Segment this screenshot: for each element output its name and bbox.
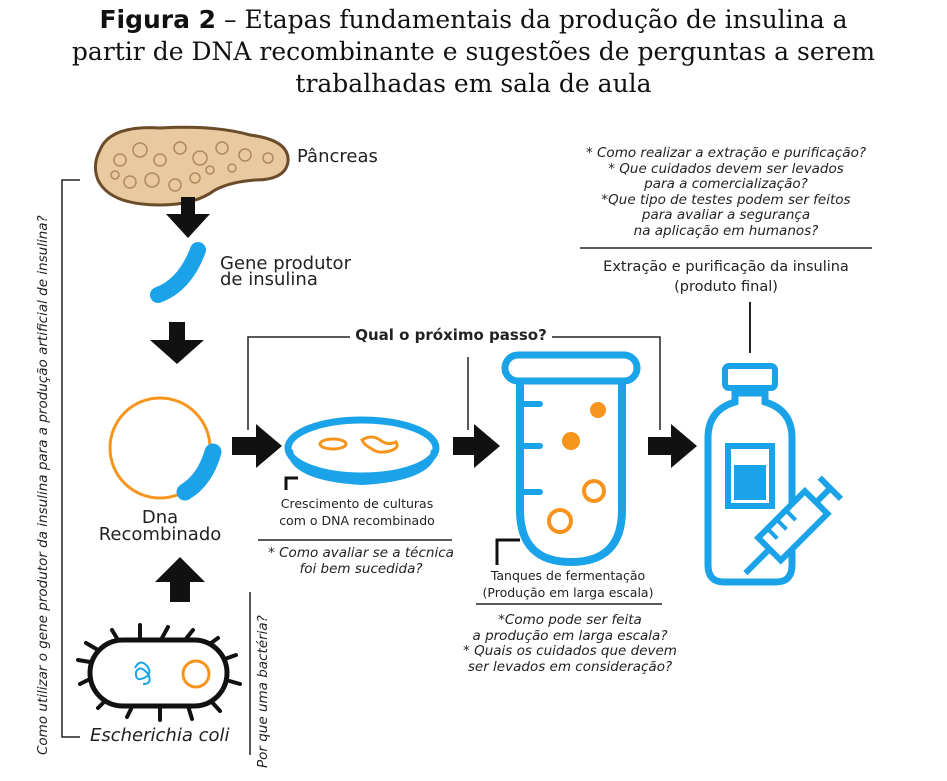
top-question-line-1: * Como realizar a extração e purificação… [585, 145, 867, 161]
gene-label: Gene produtor de insulina [220, 253, 351, 290]
extraction-questions: * Como realizar a extração e purificação… [570, 145, 882, 239]
dna-label: Dna Recombinado [90, 507, 230, 545]
top-question-line-2: * Que cuidados devem ser levados [608, 160, 844, 177]
pancreas-illustration [93, 125, 290, 207]
arrow-down-1 [166, 197, 210, 238]
tanks-question-line-4: ser levados em consideração? [467, 658, 673, 675]
arrow-up [155, 557, 205, 602]
culture-label-line-2: com o DNA recombinado [279, 513, 435, 528]
culture-question-line-1: * Como avaliar se a técnica [268, 545, 454, 561]
extraction-label-line-1: Extração e purificação da insulina [603, 259, 849, 275]
tanks-label: Tanques de fermentação (Produção em larg… [470, 567, 666, 601]
culture-questions: * Como avaliar se a técnica foi bem suce… [250, 545, 472, 577]
vertical-question-bacteria: Por que uma bactéria? [255, 615, 271, 768]
extraction-label: Extração e purificação da insulina (prod… [580, 257, 872, 297]
arrow-right-3 [648, 424, 697, 468]
figure-title: Figura 2 – Etapas fundamentais da produç… [0, 4, 947, 100]
ecoli-illustration [76, 623, 242, 722]
tanks-question-line-3: * Quais os cuidados que devem [463, 643, 677, 659]
title-line-3: trabalhadas em sala de aula [295, 69, 652, 98]
title-line-1: – Etapas fundamentais da produção de ins… [216, 5, 848, 34]
extraction-label-line-2: (produto final) [674, 279, 778, 295]
gene-label-line-2: de insulina [220, 269, 318, 290]
arrow-right-1 [232, 424, 282, 468]
vertical-question-left: Como utilizar o gene produtor da insulin… [35, 215, 51, 755]
top-question-line-4: *Que tipo de testes podem ser feitos [601, 191, 851, 208]
left-question-bracket [61, 179, 80, 738]
fermentation-tank-illustration [495, 351, 641, 567]
next-step-connector [247, 336, 661, 430]
culture-label: Crescimento de culturas com o DNA recomb… [262, 495, 452, 529]
arrow-down-2 [150, 322, 204, 364]
top-question-line-6: na aplicação em humanos? [633, 222, 819, 239]
next-step-label: Qual o próximo passo? [355, 326, 547, 344]
pancreas-label: Pâncreas [297, 146, 378, 167]
ecoli-label: Escherichia coli [90, 725, 230, 746]
top-question-line-5: para avaliar a segurança [641, 207, 811, 223]
tanks-question-line-2: a produção em larga escala? [472, 627, 668, 644]
top-question-line-3: para a comercialização? [644, 176, 808, 192]
arrow-right-2 [453, 424, 500, 468]
tanks-label-line-2: (Produção em larga escala) [482, 585, 654, 600]
recombinant-dna-illustration [108, 396, 222, 501]
tanks-questions: *Como pode ser feita a produção em larga… [440, 612, 700, 675]
dna-label-line-1: Dna [141, 507, 179, 528]
tanks-question-line-1: *Como pode ser feita [498, 612, 642, 628]
gene-label-line-1: Gene produtor [220, 253, 351, 274]
vial-syringe-illustration [704, 363, 844, 586]
dna-label-line-2: Recombinado [98, 524, 222, 545]
petri-dish-illustration [284, 416, 440, 490]
title-line-2: partir de DNA recombinante e sugestões d… [71, 37, 876, 66]
gene-illustration [150, 242, 206, 303]
figure-number: Figura 2 [99, 5, 217, 34]
tanks-label-line-1: Tanques de fermentação [490, 568, 646, 583]
culture-label-line-1: Crescimento de culturas [280, 496, 434, 511]
culture-question-line-2: foi bem sucedida? [299, 561, 423, 577]
